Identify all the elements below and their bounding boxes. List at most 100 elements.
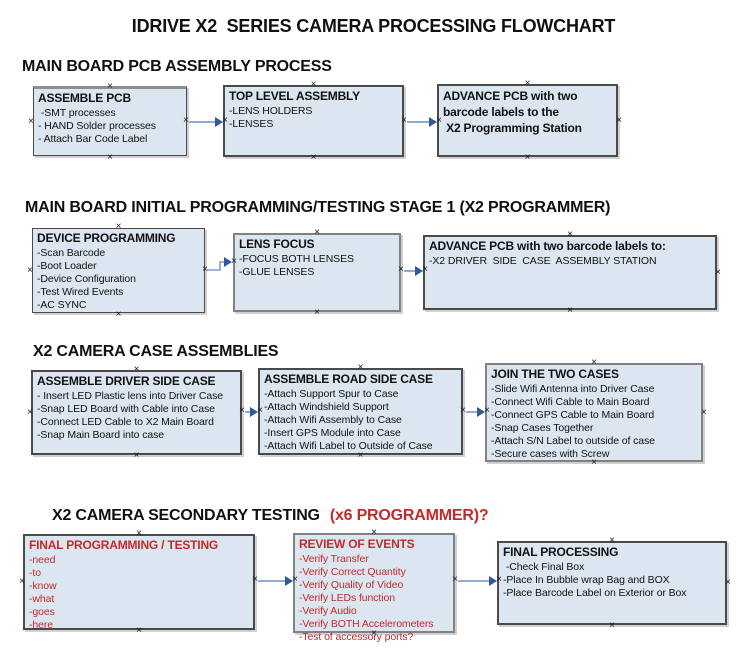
box-items: -FOCUS BOTH LENSES-GLUE LENSES [239,253,395,279]
box-items: -Scan Barcode-Boot Loader-Device Configu… [37,247,200,312]
selection-handle: × [136,625,142,636]
section-heading-case-assemblies: X2 CAMERA CASE ASSEMBLIES [33,343,279,360]
selection-handle: × [115,221,122,232]
box-item: -Connect LED Cable to X2 Main Board [37,416,214,428]
selection-handle: × [27,264,33,276]
selection-handle: × [314,227,320,238]
box-item: -Verify LEDs function [299,592,395,604]
box-item: -AC SYNC [37,299,87,311]
selection-handle: × [591,457,597,468]
box-item: -Snap LED Board with Cable into Case [37,403,215,415]
box-item: -Test of accessory ports? [299,631,414,643]
box-items: - Insert LED Plastic lens into Driver Ca… [37,390,236,442]
box-items: -LENS HOLDERS-LENSES [229,105,398,131]
selection-handle: × [609,535,615,546]
box-item: -to [29,567,41,579]
box-item: ADVANCE PCB with two [443,89,578,103]
box-title: TOP LEVEL ASSEMBLY [229,89,360,103]
process-box-join-the-two-cases: JOIN THE TWO CASES -Slide Wifi Antenna i… [485,358,707,468]
selection-handle: × [310,79,317,90]
box-item: -LENS HOLDERS [229,105,313,117]
arrow-head-icon [250,407,258,417]
arrow-head-icon [215,117,223,127]
box-items: -Check Final Box-Place In Bubble wrap Ba… [503,561,721,600]
box-item: -Verify Transfer [299,553,369,565]
elbow-arrow-graphic [207,257,232,271]
arrow-line [245,411,250,413]
box-items: -SMT processes- HAND Solder processes- A… [38,107,182,146]
process-box-final-programming-testing: FINAL PROGRAMMING / TESTING -need-to-kno… [19,529,255,636]
process-box-lens-focus: LENS FOCUS -FOCUS BOTH LENSES-GLUE LENSE… [233,228,401,318]
box-item: -LENSES [229,118,274,130]
selection-handle: × [107,152,113,163]
flow-arrow [398,264,428,277]
box-item: -SMT processes [38,107,116,119]
arrow-head-icon [477,407,485,417]
selection-handle: × [591,357,597,368]
box-title: FINAL PROGRAMMING / TESTING [29,538,219,552]
page-title: IDRIVE X2 SERIES CAMERA PROCESSING FLOWC… [131,16,616,36]
selection-handle: × [19,576,25,587]
box-item: -Verify BOTH Accelerometers [299,618,434,630]
selection-handle: × [133,364,140,375]
selection-handle: × [524,78,531,89]
box-item: - HAND Solder processes [38,120,156,132]
box-item: -FOCUS BOTH LENSES [239,253,354,265]
selection-handle: × [133,450,140,461]
box-item: -Verify Audio [299,605,357,617]
box-item: -Slide Wifi Antenna into Driver Case [491,383,655,395]
selection-handle: × [524,152,531,163]
box-item: -Secure cases with Screw [491,448,610,460]
selection-handle: × [115,309,122,320]
box-title: DEVICE PROGRAMMING [37,231,176,245]
flow-arrow [401,115,442,128]
selection-handle: × [136,528,142,539]
selection-handle: × [371,628,377,639]
box-item: -Scan Barcode [37,247,106,259]
process-box-advance-to-case-assembly: ADVANCE PCB with two barcode labels to: … [423,230,721,316]
arrow-head-icon [429,117,437,127]
box-item: -Connect Wifi Cable to Main Board [491,396,650,408]
box-item: -Snap Cases Together [491,422,594,434]
arrow-line [189,121,215,123]
box-items: -Verify Transfer-Verify Correct Quantity… [299,553,449,644]
arrow-line [407,121,429,123]
arrow-head-icon [489,576,497,586]
section-heading-red-part: (x6 PROGRAMMER)? [329,507,489,524]
box-title: JOIN THE TWO CASES [491,367,619,381]
selection-handle: × [616,114,622,126]
selection-handle: × [715,266,721,278]
process-box-assemble-pcb: ASSEMBLE PCB -SMT processes- HAND Solder… [28,82,187,163]
process-box-assemble-driver-side-case: ASSEMBLE DRIVER SIDE CASE - Insert LED P… [27,365,242,461]
selection-handle: × [701,406,707,418]
process-box-device-programming: DEVICE PROGRAMMING -Scan Barcode-Boot Lo… [27,222,205,320]
box-item: -Device Configuration [37,273,136,285]
box-item: -Insert GPS Module into Case [264,427,401,439]
section-heading-secondary-testing: X2 CAMERA SECONDARY TESTING(x6 PROGRAMME… [35,489,489,543]
box-title: LENS FOCUS [239,237,315,251]
process-box-review-of-events: REVIEW OF EVENTS -Verify Transfer-Verify… [293,528,455,643]
box-item: -Verify Correct Quantity [299,566,406,578]
selection-handle: × [357,362,364,373]
selection-handle: × [567,229,573,240]
box-title: ASSEMBLE DRIVER SIDE CASE [37,374,216,388]
box-item: -Snap Main Board into case [37,429,164,441]
box-items: -need-to-know-what-goes-here [29,554,249,632]
box-title: FINAL PROCESSING [503,545,619,559]
box-item: -what [29,593,55,605]
box-item: -goes [29,606,55,618]
arrow-head-icon [415,266,423,276]
box-item: -GLUE LENSES [239,266,315,278]
arrow-line [404,270,415,272]
box-item: - Attach Bar Code Label [38,133,148,145]
box-items: -X2 DRIVER SIDE CASE ASSEMBLY STATION [429,255,711,268]
selection-handle: × [371,527,377,538]
selection-handle: × [310,152,317,163]
selection-handle: × [725,577,731,588]
selection-handle: × [357,450,364,461]
box-item: - Insert LED Plastic lens into Driver Ca… [37,390,224,402]
box-item: -Place In Bubble wrap Bag and BOX [503,574,670,586]
